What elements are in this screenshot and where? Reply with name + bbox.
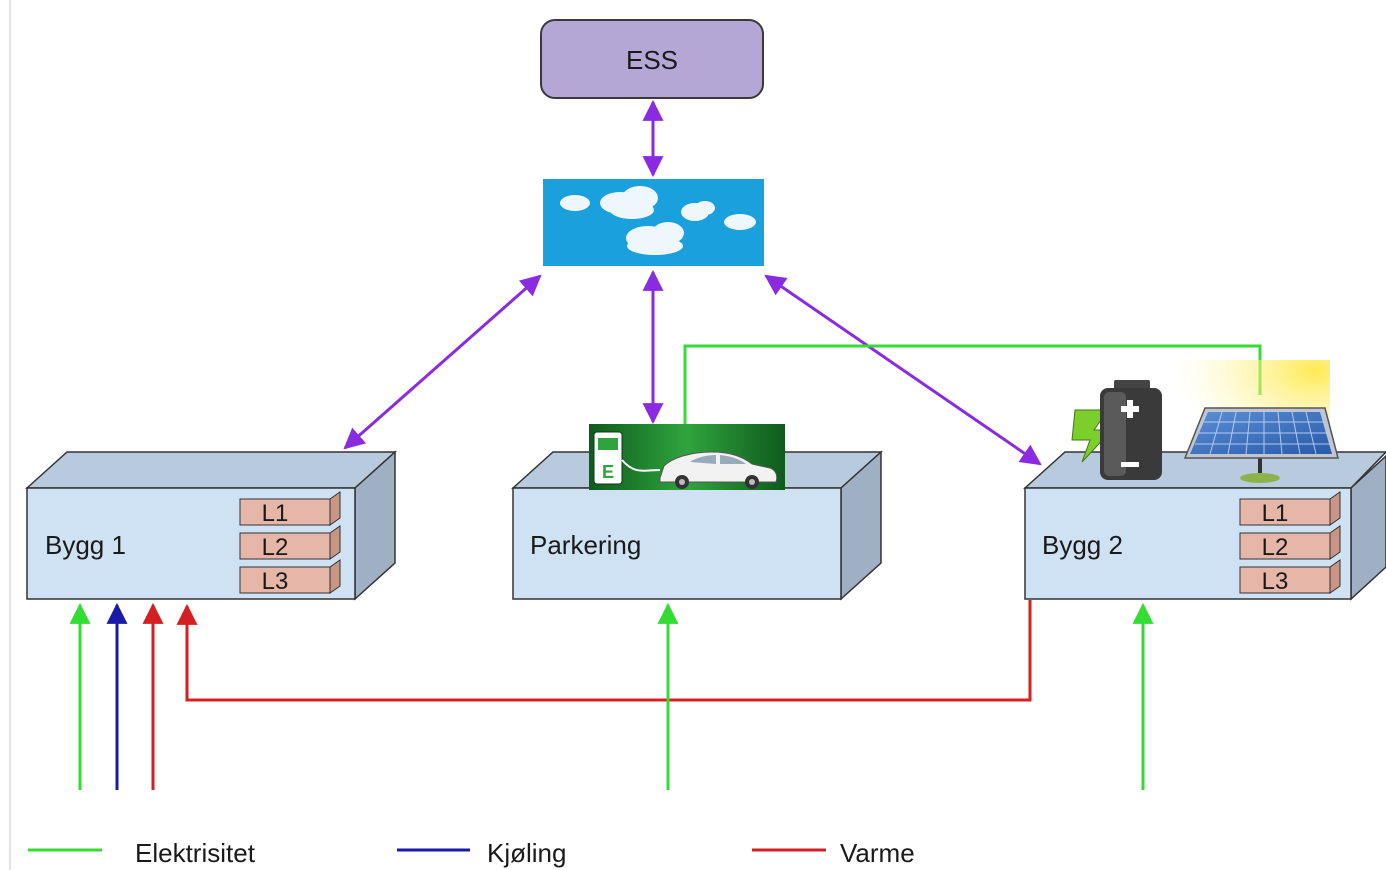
svg-text:L1: L1 [1262, 500, 1289, 527]
solar-panel-icon [1175, 360, 1339, 483]
svg-text:L2: L2 [262, 534, 289, 561]
bygg2-label: Bygg 2 [1042, 530, 1123, 560]
green-link-charger-solar [683, 344, 1262, 425]
legend: Elektrisitet Kjøling Varme [28, 838, 915, 868]
bygg1-level-l3: L3 [239, 559, 341, 595]
bygg2-level-l3: L3 [1239, 559, 1341, 595]
bygg2-level-l1: L1 [1239, 491, 1341, 527]
heat-bygg2-to-bygg1 [176, 600, 1032, 702]
legend-item-varme: Varme [752, 838, 915, 868]
svg-text:L3: L3 [1262, 568, 1289, 595]
cloud-icon [543, 179, 764, 266]
bygg1-label: Bygg 1 [45, 530, 126, 560]
ess-box: ESS [540, 19, 764, 99]
ess-label: ESS [626, 45, 678, 75]
building-bygg1: Bygg 1 L1 L2 L3 [25, 450, 397, 601]
building-bygg2: Bygg 2 L1 L2 L3 [1023, 451, 1386, 601]
bygg1-level-l1: L1 [239, 491, 341, 527]
battery-icon [1071, 380, 1162, 480]
bygg2-level-l2: L2 [1239, 525, 1341, 561]
arrow-cloud-bygg1 [343, 274, 542, 450]
svg-text:Elektrisitet: Elektrisitet [135, 838, 256, 868]
comm-arrows [343, 99, 1042, 466]
legend-item-kjoling: Kjøling [397, 838, 566, 868]
bygg2-levels: L1 L2 L3 [1239, 491, 1341, 595]
ev-charger-icon: E [589, 424, 785, 490]
svg-text:L1: L1 [262, 500, 289, 527]
charger-badge: E [602, 462, 614, 482]
bygg1-levels: L1 L2 L3 [239, 491, 341, 595]
legend-item-elektrisitet: Elektrisitet [28, 838, 256, 868]
supply-lines [69, 600, 1154, 790]
svg-text:L2: L2 [1262, 534, 1289, 561]
svg-text:L3: L3 [262, 568, 289, 595]
parkering-label: Parkering [530, 530, 641, 560]
bygg1-level-l2: L2 [239, 525, 341, 561]
svg-text:Varme: Varme [840, 838, 915, 868]
arrow-cloud-bygg2 [764, 274, 1042, 466]
svg-text:Kjøling: Kjøling [487, 838, 566, 868]
